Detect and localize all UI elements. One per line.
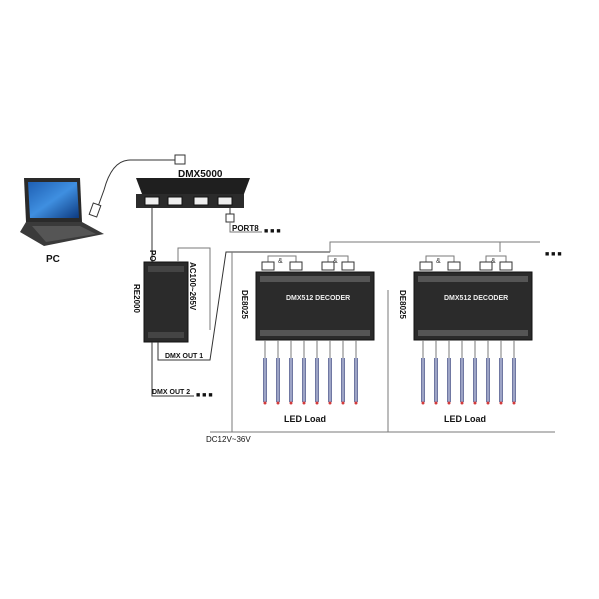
port8-label: PORT8 bbox=[232, 224, 259, 233]
de8025-a-label: DE8025 bbox=[240, 290, 249, 319]
led-load-b-label: LED Load bbox=[444, 414, 486, 424]
dmx-out2-label: DMX OUT 2 bbox=[152, 389, 190, 396]
ac-label: AC100~265V bbox=[188, 262, 197, 311]
svg-text:&: & bbox=[333, 258, 338, 265]
re2000-label: RE2000 bbox=[132, 284, 141, 313]
dmx-out1-label: DMX OUT 1 bbox=[165, 353, 203, 360]
led-load-a-label: LED Load bbox=[284, 414, 326, 424]
chain-ellipsis: ■ ■ ■ bbox=[545, 251, 562, 258]
de8025-decoder-b: & & bbox=[413, 255, 533, 341]
dc-label: DC12V~36V bbox=[206, 435, 251, 444]
pc-label: PC bbox=[46, 254, 60, 265]
dmx5000-device bbox=[136, 178, 250, 208]
pc-laptop bbox=[20, 178, 104, 246]
svg-text:&: & bbox=[436, 258, 441, 265]
port8-ellipsis: ■ ■ ■ bbox=[264, 228, 281, 235]
dmx-out2-ellipsis: ■ ■ ■ bbox=[196, 392, 213, 399]
decoder-a-title: DMX512 DECODER bbox=[286, 295, 350, 302]
decoder-b-title: DMX512 DECODER bbox=[444, 295, 508, 302]
dmx5000-label: DMX5000 bbox=[178, 169, 223, 180]
led-load-a-tubes bbox=[263, 340, 358, 405]
usb-plug-dmx5000 bbox=[174, 154, 186, 165]
de8025-b-label: DE8025 bbox=[398, 290, 407, 319]
svg-text:&: & bbox=[278, 258, 283, 265]
de8025-decoder-a: & & bbox=[255, 255, 375, 341]
re2000-device bbox=[143, 261, 189, 343]
led-load-b-tubes bbox=[421, 340, 516, 405]
svg-text:&: & bbox=[491, 258, 496, 265]
usb-plug-pc bbox=[88, 202, 102, 218]
